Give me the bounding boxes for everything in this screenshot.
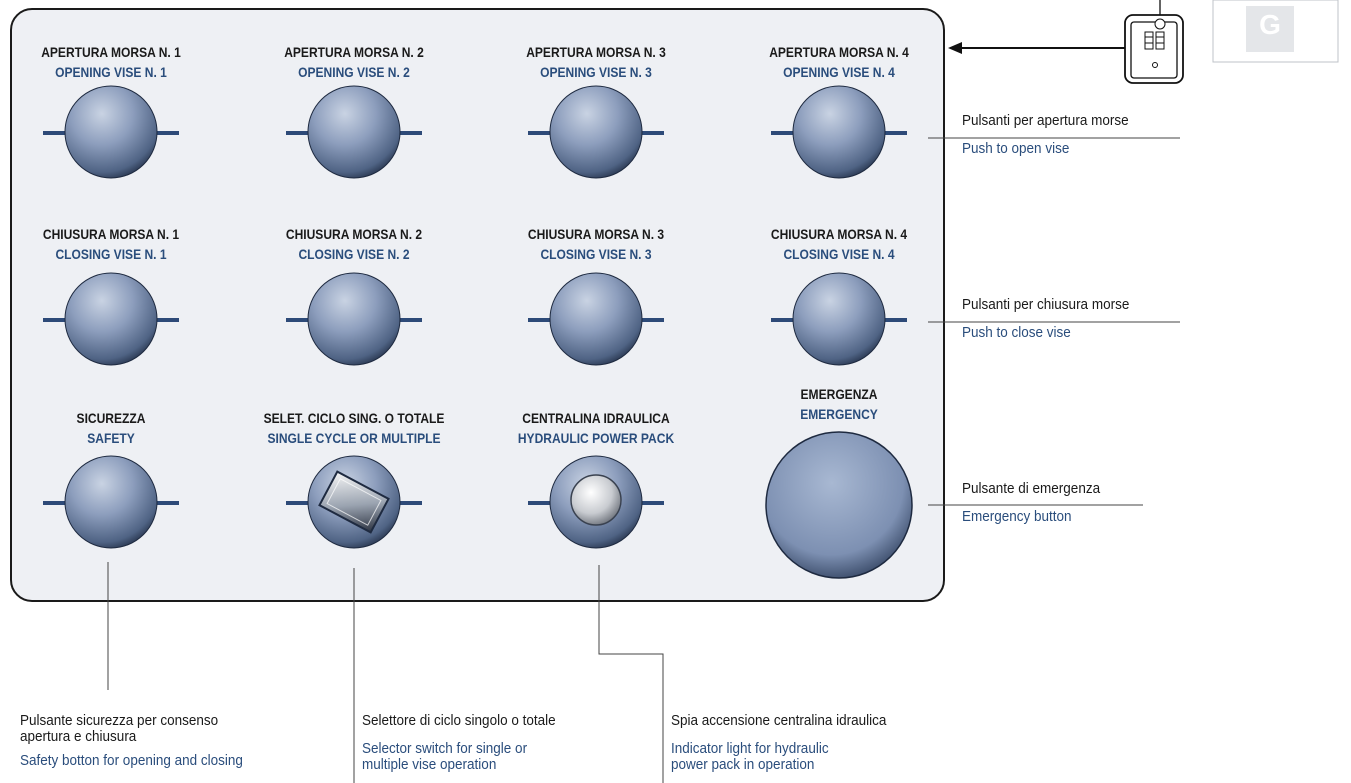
- leader-line-indicator: [598, 565, 664, 783]
- label-en: OPENING VISE N. 4: [783, 64, 895, 80]
- callout-en: Push to close vise: [962, 324, 1071, 341]
- label-it: SICUREZZA: [76, 410, 146, 426]
- close-vise-2-button[interactable]: [286, 272, 422, 366]
- callout-en-line2: power pack in operation: [671, 756, 815, 773]
- callout-en-line1: Selector switch for single or: [362, 740, 528, 757]
- arrow-left-icon: [948, 42, 1125, 54]
- callout-safety: Pulsante sicurezza per consenso apertura…: [20, 713, 243, 769]
- label-safety: SICUREZZA SAFETY: [8, 408, 214, 448]
- label-en: OPENING VISE N. 3: [540, 64, 652, 80]
- label-open-vise-1: APERTURA MORSA N. 1 OPENING VISE N. 1: [8, 42, 214, 82]
- cycle-selector-switch[interactable]: [286, 455, 422, 549]
- callout-selector: Selettore di ciclo singolo o totale Sele…: [362, 713, 556, 773]
- label-it: APERTURA MORSA N. 1: [41, 44, 181, 60]
- callout-open-vise: Pulsanti per apertura morse Push to open…: [962, 112, 1129, 158]
- label-it: APERTURA MORSA N. 3: [526, 44, 666, 60]
- svg-text:G: G: [1259, 9, 1281, 40]
- label-cycle-selector: SELET. CICLO SING. O TOTALE SINGLE CYCLE…: [251, 408, 457, 448]
- label-en: SINGLE CYCLE OR MULTIPLE: [267, 430, 441, 446]
- label-it: APERTURA MORSA N. 4: [769, 44, 909, 60]
- emergency-button[interactable]: [765, 431, 913, 579]
- label-en: EMERGENCY: [800, 406, 878, 422]
- label-en: CLOSING VISE N. 4: [783, 246, 895, 262]
- callout-it-line2: apertura e chiusura: [20, 728, 137, 745]
- label-it: CHIUSURA MORSA N. 3: [527, 226, 665, 242]
- close-vise-4-button[interactable]: [771, 272, 907, 366]
- callout-en: Emergency button: [962, 508, 1072, 525]
- callout-indicator: Spia accensione centralina idraulica Ind…: [671, 713, 886, 773]
- label-en: OPENING VISE N. 2: [298, 64, 410, 80]
- callout-it: Pulsanti per chiusura morse: [962, 296, 1130, 313]
- callout-close-vise: Pulsanti per chiusura morse Push to clos…: [962, 296, 1129, 342]
- callout-en-line1: Indicator light for hydraulic: [671, 740, 829, 757]
- hydraulic-indicator-light: [528, 455, 664, 549]
- callout-it-line1: Spia accensione centralina idraulica: [671, 712, 887, 729]
- label-open-vise-2: APERTURA MORSA N. 2 OPENING VISE N. 2: [251, 42, 457, 82]
- open-vise-2-button[interactable]: [286, 85, 422, 179]
- label-close-vise-4: CHIUSURA MORSA N. 4 CLOSING VISE N. 4: [736, 224, 942, 264]
- label-it: CHIUSURA MORSA N. 1: [42, 226, 180, 242]
- label-it: EMERGENZA: [800, 386, 878, 402]
- control-box-icon: [1124, 0, 1184, 84]
- callout-en: Push to open vise: [962, 140, 1070, 157]
- label-it: APERTURA MORSA N. 2: [284, 44, 424, 60]
- label-close-vise-3: CHIUSURA MORSA N. 3 CLOSING VISE N. 3: [493, 224, 699, 264]
- label-en: OPENING VISE N. 1: [55, 64, 167, 80]
- label-en: CLOSING VISE N. 1: [55, 246, 167, 262]
- callout-en-line1: Safety botton for opening and closing: [20, 752, 243, 769]
- label-en: CLOSING VISE N. 2: [298, 246, 410, 262]
- label-close-vise-1: CHIUSURA MORSA N. 1 CLOSING VISE N. 1: [8, 224, 214, 264]
- callout-it-line1: Selettore di ciclo singolo o totale: [362, 712, 556, 729]
- label-en: HYDRAULIC POWER PACK: [517, 430, 675, 446]
- label-it: SELET. CICLO SING. O TOTALE: [263, 410, 445, 426]
- label-it: CHIUSURA MORSA N. 4: [770, 226, 908, 242]
- label-close-vise-2: CHIUSURA MORSA N. 2 CLOSING VISE N. 2: [251, 224, 457, 264]
- label-emergency: EMERGENZA EMERGENCY: [736, 384, 942, 424]
- callout-emergency: Pulsante di emergenza Emergency button: [962, 480, 1100, 526]
- label-open-vise-4: APERTURA MORSA N. 4 OPENING VISE N. 4: [736, 42, 942, 82]
- close-vise-3-button[interactable]: [528, 272, 664, 366]
- label-hydraulic-pack: CENTRALINA IDRAULICA HYDRAULIC POWER PAC…: [493, 408, 699, 448]
- open-vise-4-button[interactable]: [771, 85, 907, 179]
- callout-it: Pulsanti per apertura morse: [962, 112, 1129, 129]
- callout-it: Pulsante di emergenza: [962, 480, 1101, 497]
- callout-it-line1: Pulsante sicurezza per consenso: [20, 712, 219, 729]
- label-en: CLOSING VISE N. 3: [540, 246, 652, 262]
- safety-button[interactable]: [43, 455, 179, 549]
- open-vise-1-button[interactable]: [43, 85, 179, 179]
- label-it: CENTRALINA IDRAULICA: [522, 410, 670, 426]
- gerardi-logo: G: [1212, 0, 1339, 63]
- label-en: SAFETY: [87, 430, 135, 446]
- callout-en-line2: multiple vise operation: [362, 756, 497, 773]
- open-vise-3-button[interactable]: [528, 85, 664, 179]
- label-it: CHIUSURA MORSA N. 2: [285, 226, 423, 242]
- close-vise-1-button[interactable]: [43, 272, 179, 366]
- label-open-vise-3: APERTURA MORSA N. 3 OPENING VISE N. 3: [493, 42, 699, 82]
